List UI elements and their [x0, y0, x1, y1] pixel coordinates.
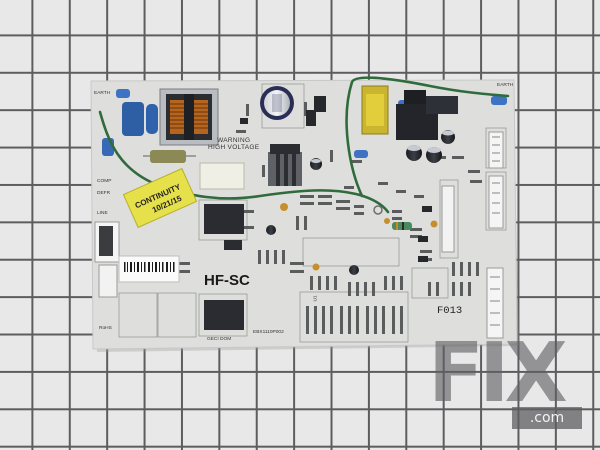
large-capacitor — [260, 86, 294, 120]
earth-right-label: EARTH — [497, 83, 514, 88]
warning-patch — [199, 162, 245, 190]
model-code-label: HF-SC — [204, 272, 250, 289]
power-resistor — [143, 150, 196, 163]
warning-line-1: WARNING — [217, 137, 251, 144]
comp-label: COMP — [97, 179, 112, 184]
fix-watermark: FIX .com — [428, 333, 586, 433]
small-capacitors — [266, 130, 455, 275]
connector-left — [94, 221, 120, 298]
barcode-sticker — [118, 255, 180, 283]
warning-line-2: HIGH VOLTAGE — [208, 143, 260, 151]
rohs-label: RoHS — [99, 326, 112, 331]
fix-watermark-text: FIX — [428, 326, 568, 421]
green-wires — [98, 76, 510, 214]
geci-label: GECI DOM — [207, 337, 232, 342]
warning-label: WARNING HIGH VOLTAGE — [208, 137, 260, 151]
green-resistor — [392, 222, 412, 230]
voltage-regulator — [268, 144, 302, 186]
earth-left-label: EARTH — [94, 91, 111, 96]
revision-label: F013 — [437, 305, 463, 317]
line-label: LINE — [97, 211, 108, 216]
relays — [204, 204, 244, 330]
part-number-label: EBX1110P002 — [253, 330, 284, 335]
power-ic-block — [396, 90, 458, 140]
continuity-sticker — [122, 167, 198, 229]
switching-transformer — [361, 85, 389, 135]
defr-label: DEFR — [97, 191, 111, 196]
smd-components — [176, 102, 482, 334]
mounting-screw — [373, 205, 383, 215]
transformer-left — [159, 88, 219, 146]
transistors — [240, 96, 432, 262]
connectors-right — [441, 131, 504, 339]
fix-watermark-domain: .com — [512, 407, 582, 429]
blue-capacitors — [102, 89, 507, 158]
u1-label: U1 — [313, 295, 319, 302]
